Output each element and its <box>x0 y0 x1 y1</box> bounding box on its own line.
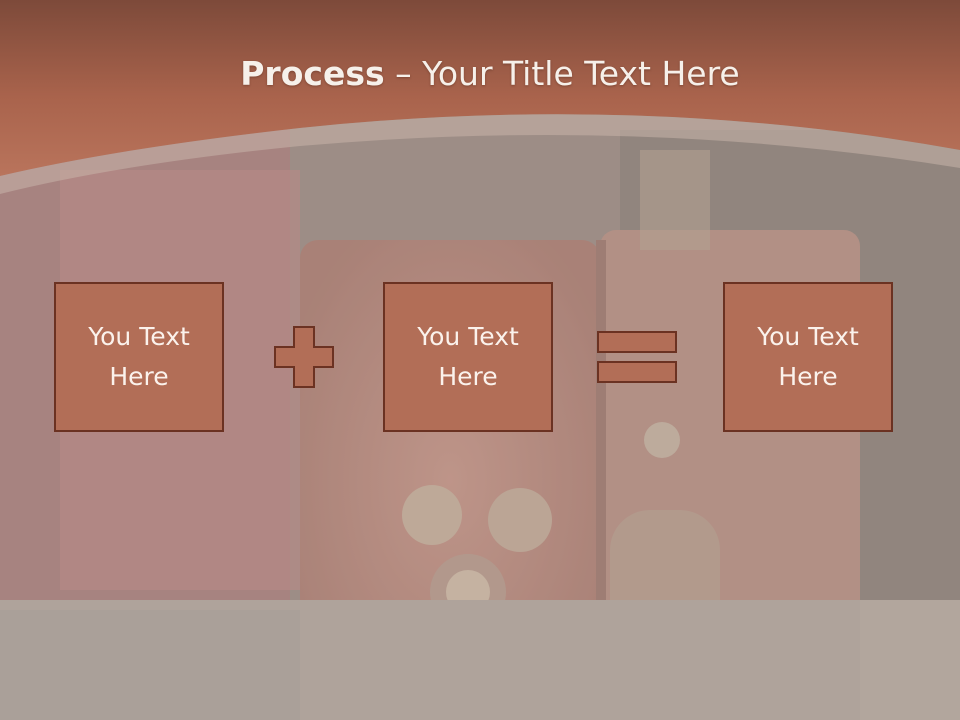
process-box-2: You Text Here <box>383 282 553 432</box>
process-box-3: You Text Here <box>723 282 893 432</box>
process-box-label: You Text Here <box>88 322 190 391</box>
plus-icon <box>274 326 334 388</box>
process-box-label: You Text Here <box>417 322 519 391</box>
process-box-label: You Text Here <box>757 322 859 391</box>
slide-title: Process – Your Title Text Here <box>240 54 740 93</box>
equals-icon <box>597 331 677 383</box>
process-box-1: You Text Here <box>54 282 224 432</box>
